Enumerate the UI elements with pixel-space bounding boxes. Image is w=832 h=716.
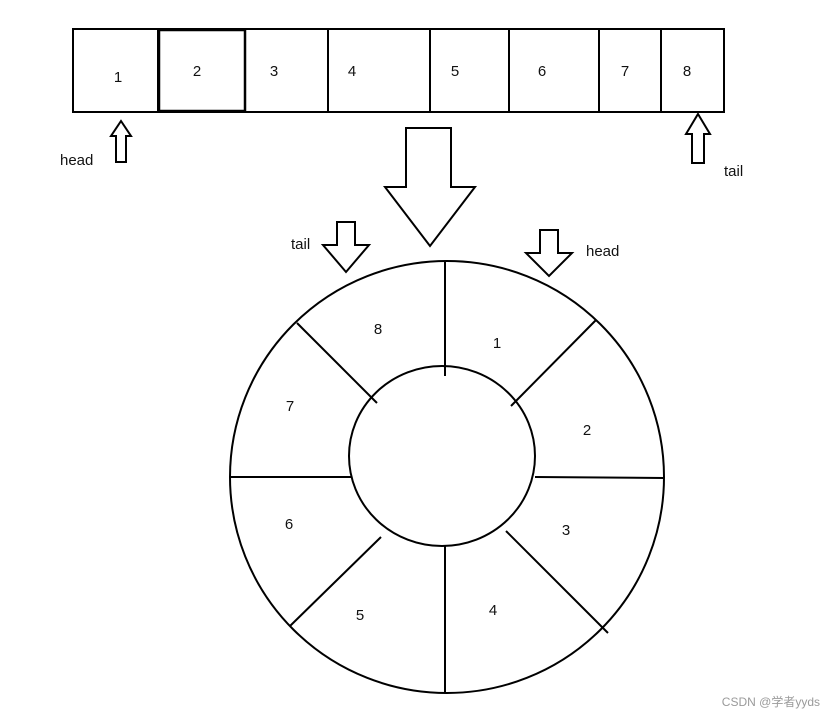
array-cell-3-label: 3 (270, 63, 278, 80)
head-up-arrow-icon (109, 119, 133, 163)
ring-segment-6-label: 6 (285, 516, 293, 533)
array-cell-5-label: 5 (451, 63, 459, 80)
array-cell-6-label: 6 (538, 63, 546, 80)
ring-inner-circle (348, 365, 536, 547)
array-cell-highlight (157, 28, 247, 113)
ring-segment-5-label: 5 (356, 607, 364, 624)
watermark-text: CSDN @学者yyds (722, 694, 820, 709)
head-down-arrow-icon (523, 229, 575, 278)
array-head-label: head (60, 152, 93, 169)
transform-down-arrow-icon (382, 127, 478, 248)
array-cell-8-label: 8 (683, 63, 691, 80)
ring-segment-7-label: 7 (286, 398, 294, 415)
ring-buffer (229, 260, 665, 694)
array-tail-label: tail (724, 163, 743, 180)
array-cell-1-label: 1 (114, 69, 122, 86)
ring-divider (534, 476, 665, 479)
ring-segment-3-label: 3 (562, 522, 570, 539)
array-cell-labels: 1 2 3 4 5 6 7 8 (114, 63, 691, 86)
ring-divider (289, 536, 382, 627)
ring-segment-2-label: 2 (583, 422, 591, 439)
tail-up-arrow-icon (684, 112, 712, 164)
ring-segment-labels: 1 2 3 4 5 6 7 8 (285, 321, 591, 624)
ring-divider (505, 530, 609, 634)
ring-tail-label: tail (291, 236, 310, 253)
array-cell-4-label: 4 (348, 63, 356, 80)
array-outline (72, 28, 725, 113)
ring-segment-4-label: 4 (489, 602, 497, 619)
linear-array (72, 28, 725, 113)
ring-segment-8-label: 8 (374, 321, 382, 338)
ring-head-label: head (586, 243, 619, 260)
ring-divider (296, 322, 378, 404)
array-cell-2-label: 2 (193, 63, 201, 80)
ring-divider (510, 319, 597, 407)
ring-segment-1-label: 1 (493, 335, 501, 352)
tail-down-arrow-icon (320, 221, 372, 274)
array-cell-7-label: 7 (621, 63, 629, 80)
